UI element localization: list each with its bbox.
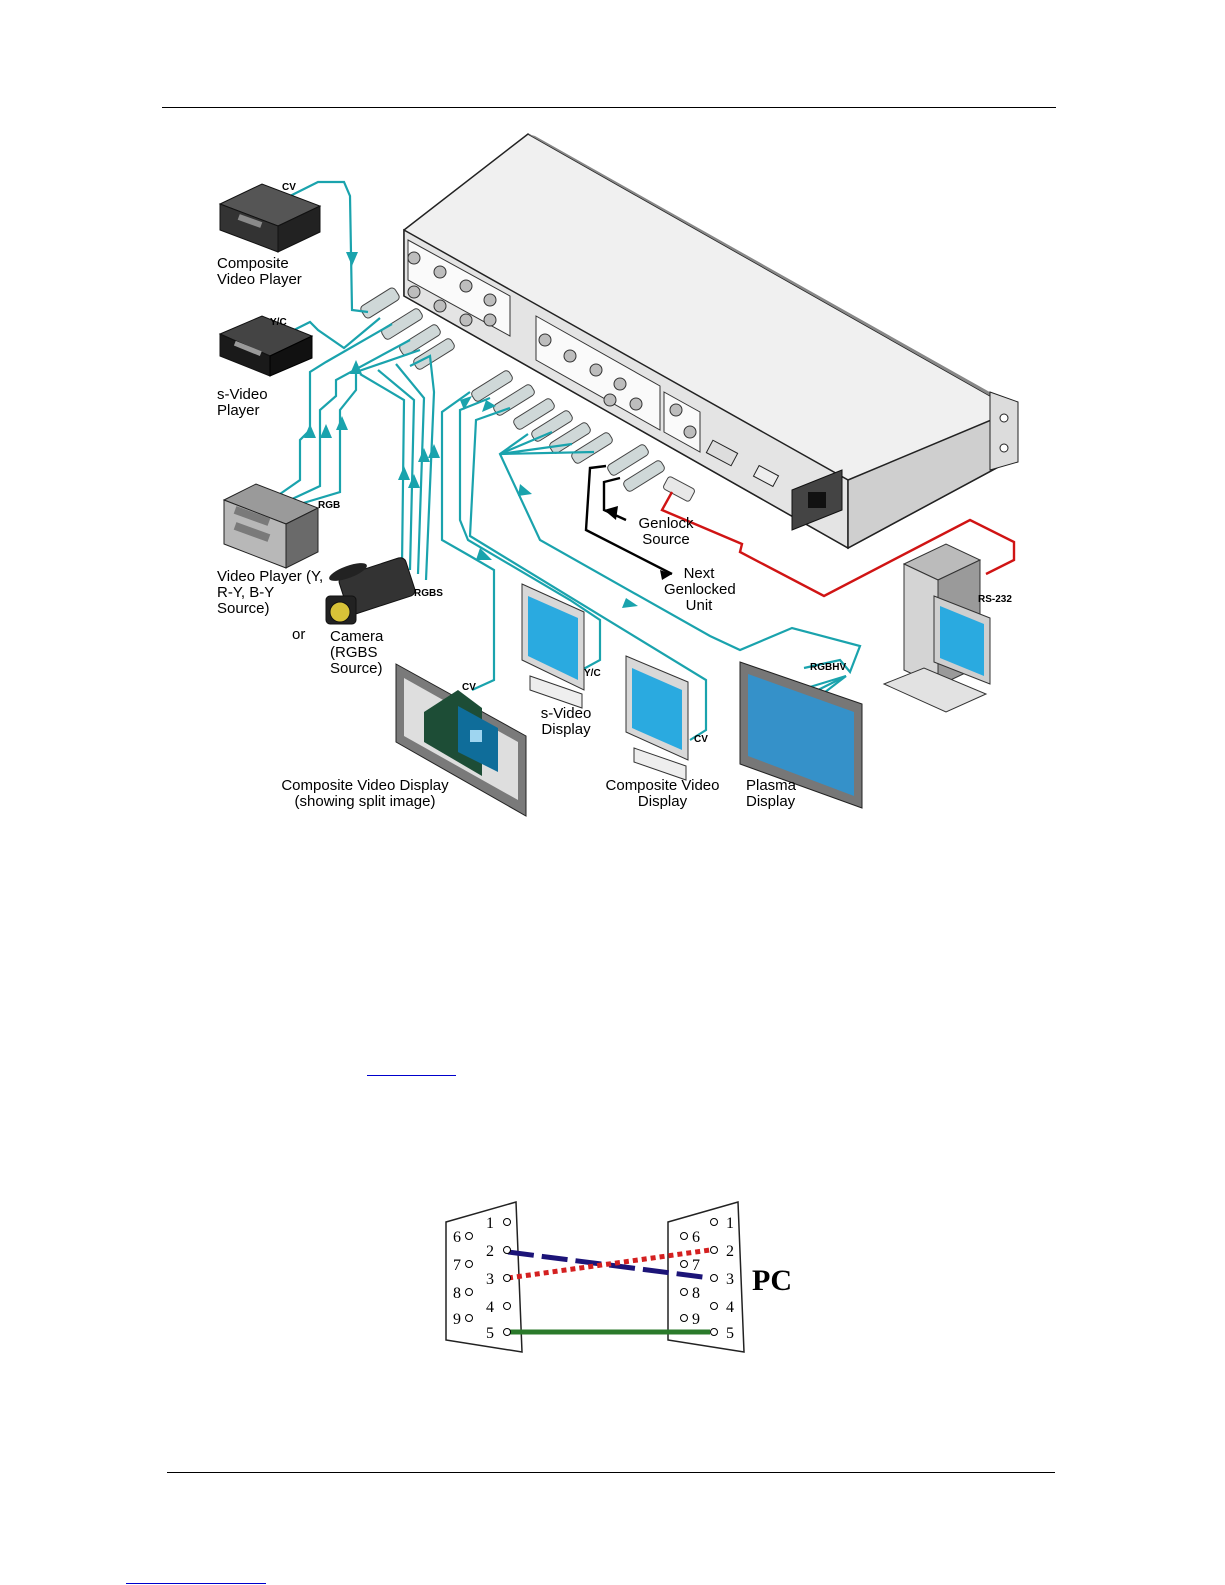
- tag-rgb: RGB: [318, 500, 340, 511]
- right-pin-6: 6: [692, 1229, 700, 1246]
- s-video-player-icon: [218, 315, 314, 377]
- tag-yc-display: Y/C: [584, 668, 601, 679]
- composite-display-icon: [625, 655, 689, 781]
- left-pin-4: 4: [486, 1299, 494, 1316]
- label-or: or: [292, 626, 305, 643]
- tag-rs232: RS-232: [978, 594, 1012, 605]
- right-pin-1: 1: [726, 1215, 734, 1232]
- left-pin-3: 3: [486, 1271, 494, 1288]
- tag-cv-display: CV: [694, 734, 708, 745]
- wires: [507, 1247, 711, 1335]
- left-pin-2: 2: [486, 1243, 494, 1260]
- left-pin-8: 8: [453, 1285, 461, 1302]
- right-pin-5: 5: [726, 1325, 734, 1342]
- cables: [279, 180, 1016, 741]
- footer-link-underline[interactable]: [126, 1583, 266, 1584]
- bnc-connectors: [407, 251, 697, 439]
- label-s-video-display: s-Video Display: [541, 706, 592, 738]
- genlock-arrows: [604, 506, 672, 580]
- pc-icon: [882, 543, 991, 713]
- left-pins: [465, 1218, 511, 1336]
- rack-unit: [403, 133, 1019, 550]
- composite-video-player-icon: [218, 183, 322, 253]
- tag-yc-source: Y/C: [270, 317, 287, 328]
- right-pins: [680, 1218, 718, 1336]
- camera-icon: [325, 557, 416, 625]
- tag-cv-split: CV: [462, 682, 476, 693]
- label-genlock-source: Genlock Source: [638, 516, 693, 548]
- label-composite-video-player: Composite Video Player: [217, 256, 302, 288]
- component-video-player-icon: [222, 483, 320, 569]
- label-component-video-player: Video Player (Y, R-Y, B-Y Source): [217, 569, 323, 617]
- cable-arrows: [304, 252, 638, 608]
- plasma-display-icon: [739, 661, 863, 809]
- right-pin-8: 8: [692, 1285, 700, 1302]
- left-pin-1: 1: [486, 1215, 494, 1232]
- db9-left-connector: [445, 1201, 523, 1353]
- left-pin-7: 7: [453, 1257, 461, 1274]
- right-pin-4: 4: [726, 1299, 734, 1316]
- left-pin-6: 6: [453, 1229, 461, 1246]
- db9-right-connector: [667, 1201, 745, 1353]
- header-rule: [162, 107, 1056, 108]
- right-pin-9: 9: [692, 1311, 700, 1328]
- label-composite-display: Composite Video Display: [606, 778, 720, 810]
- left-pin-9: 9: [453, 1311, 461, 1328]
- label-split-display: Composite Video Display (showing split i…: [281, 778, 448, 810]
- split-composite-display-icon: [395, 663, 527, 817]
- label-next-genlocked-unit: Next Genlocked Unit: [664, 566, 736, 614]
- label-plasma-display: Plasma Display: [746, 778, 796, 810]
- s-video-display-icon: [521, 583, 585, 709]
- right-pin-3: 3: [726, 1271, 734, 1288]
- hyperlink-underline[interactable]: [367, 1075, 456, 1076]
- footer-rule: [167, 1472, 1055, 1473]
- tag-rgbs: RGBS: [414, 588, 443, 599]
- label-camera: Camera (RGBS Source): [330, 629, 383, 677]
- tag-rgbhv: RGBHV: [810, 662, 846, 673]
- label-s-video-player: s-Video Player: [217, 387, 268, 419]
- tag-cv-source: CV: [282, 182, 296, 193]
- left-pin-5: 5: [486, 1325, 494, 1342]
- right-pin-2: 2: [726, 1243, 734, 1260]
- pc-label: PC: [752, 1264, 792, 1297]
- right-pin-7: 7: [692, 1257, 700, 1274]
